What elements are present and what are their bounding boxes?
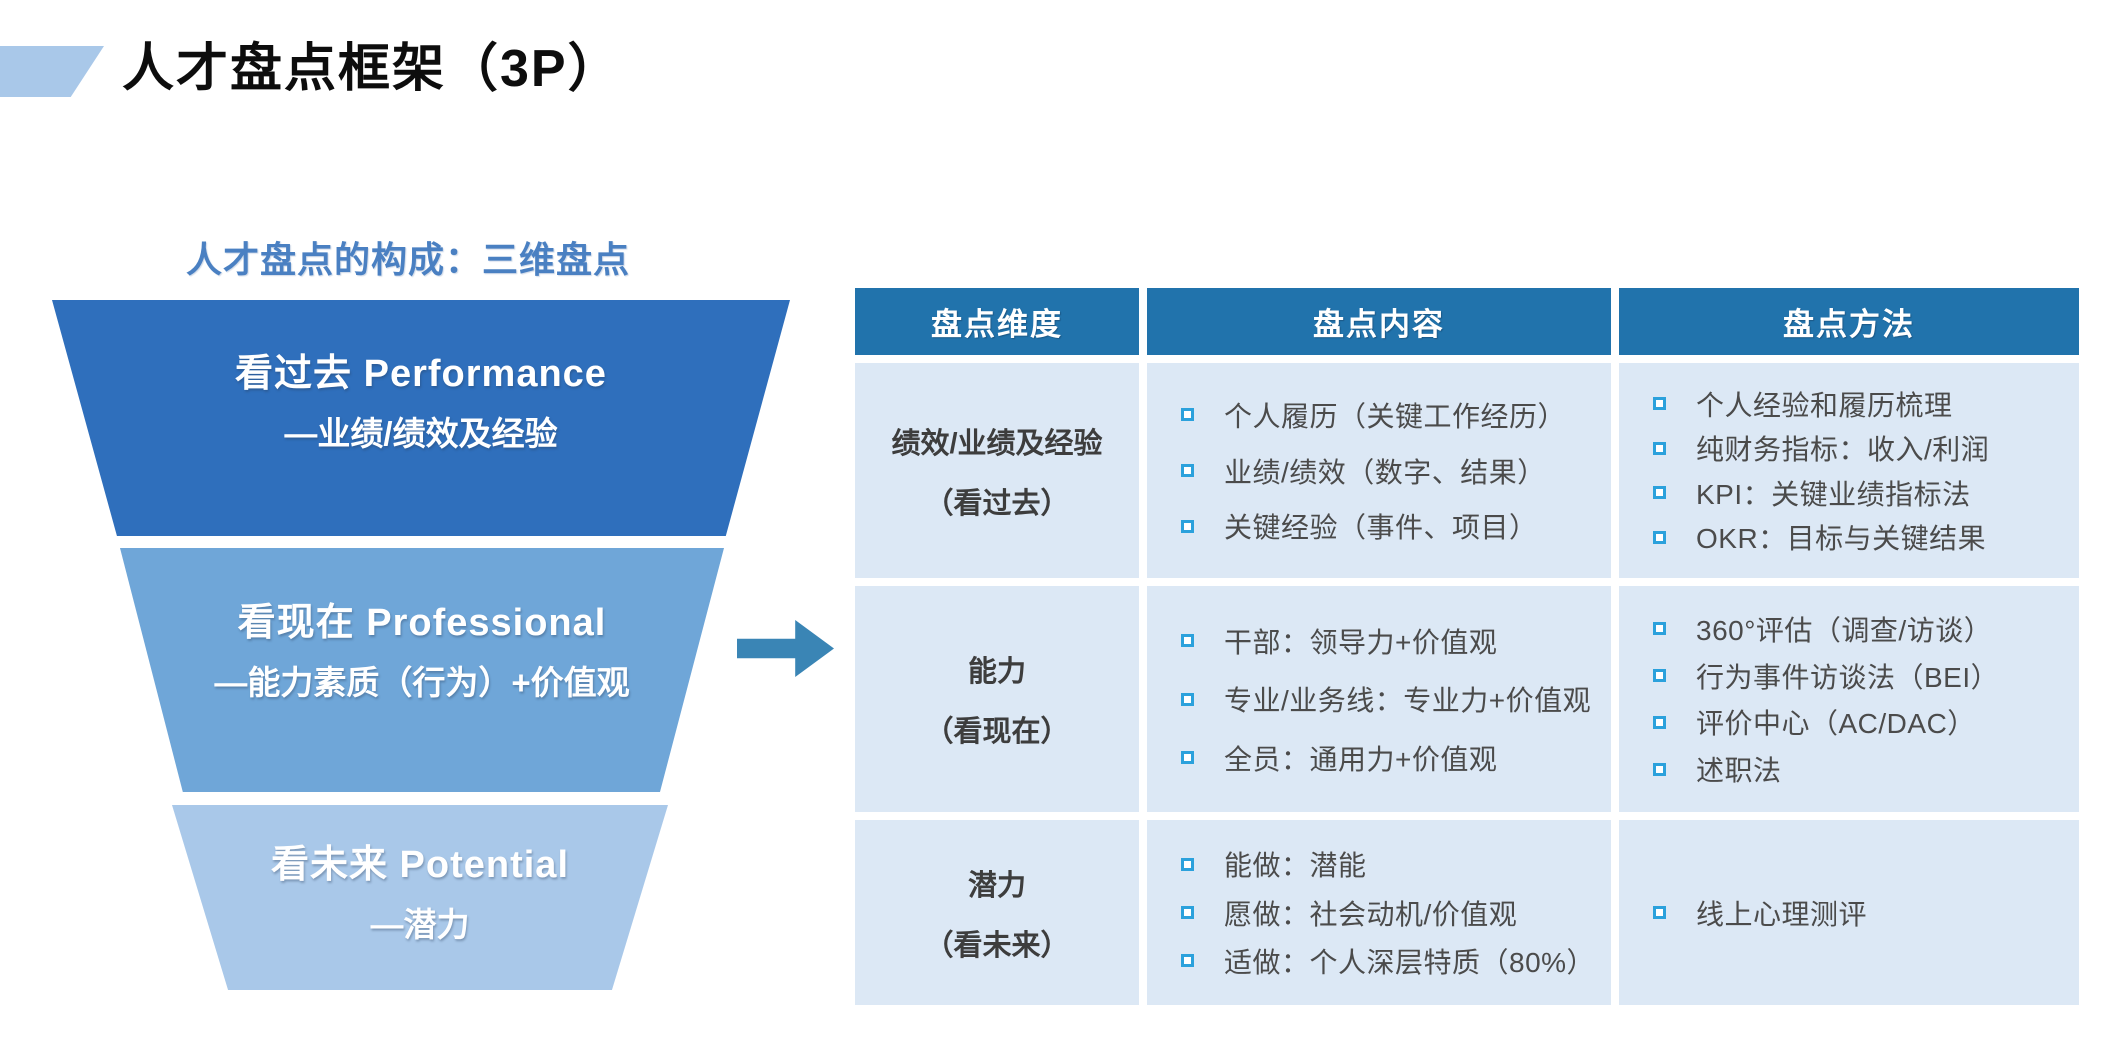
square-bullet-icon [1653, 530, 1666, 544]
square-bullet-icon [1181, 954, 1194, 968]
list-item-text: 愿做：社会动机/价值观 [1224, 898, 1518, 930]
list-item-text: 评价中心（AC/DAC） [1696, 708, 1976, 740]
list-item-text: 专业/业务线：专业力+价值观 [1224, 685, 1592, 716]
talent-review-table: 盘点维度 盘点内容 盘点方法 绩效/业绩及经验 （看过去） 个人履历（关键工作经… [855, 288, 2079, 1005]
square-bullet-icon [1181, 751, 1194, 764]
title-accent-shape [0, 46, 104, 97]
list-item: 适做：个人深层特质（80%） [1181, 941, 1601, 981]
list-item-text: 干部：领导力+价值观 [1224, 626, 1498, 658]
square-bullet-icon [1653, 397, 1666, 411]
funnel-segment-performance: 看过去 Performance —业绩/绩效及经验 [52, 300, 790, 536]
table-header-dimension: 盘点维度 [855, 288, 1139, 355]
list-item-text: 360°评估（调查/访谈） [1696, 614, 1993, 646]
square-bullet-icon [1181, 464, 1194, 477]
square-bullet-icon [1181, 408, 1194, 422]
row-performance-content-cell: 个人履历（关键工作经历） 业绩/绩效（数字、结果） 关键经验（事件、项目） [1147, 363, 1611, 578]
square-bullet-icon [1653, 486, 1666, 500]
list-item: KPI：关键业绩指标法 [1653, 473, 2069, 513]
list-item-text: 线上心理测评 [1696, 898, 1868, 930]
page-title: 人才盘点框架（3P） [122, 40, 622, 98]
funnel-segment-professional: 看现在 Professional —能力素质（行为）+价值观 [120, 548, 724, 792]
list-item: 干部：领导力+价值观 [1181, 621, 1601, 661]
list-item: 个人履历（关键工作经历） [1181, 395, 1601, 435]
list-item: OKR：目标与关键结果 [1653, 517, 2069, 557]
list-item-text: OKR：目标与关键结果 [1696, 523, 1987, 555]
list-item: 能做：潜能 [1181, 844, 1601, 884]
funnel-segment-caption: —能力素质（行为）+价值观 [214, 663, 630, 701]
row-potential-dimension-cell: 潜力 （看未来） [855, 820, 1139, 1005]
list-item-text: 业绩/绩效（数字、结果） [1224, 456, 1546, 488]
row-potential-method-cell: 线上心理测评 [1619, 820, 2079, 1005]
list-item-text: 述职法 [1696, 755, 1782, 787]
row-ability-content-cell: 干部：领导力+价值观 专业/业务线：专业力+价值观 全员：通用力+价值观 [1147, 586, 1611, 812]
funnel-segment-potential: 看未来 Potential —潜力 [172, 805, 668, 990]
list-item-text: 能做：潜能 [1224, 850, 1367, 882]
list-item: 评价中心（AC/DAC） [1653, 702, 2069, 742]
square-bullet-icon [1653, 441, 1666, 455]
list-item: 360°评估（调查/访谈） [1653, 609, 2069, 649]
list-item: 线上心理测评 [1653, 893, 2069, 933]
right-arrow-icon [737, 620, 834, 677]
funnel-segment-title: 看过去 Performance [235, 352, 607, 395]
list-item-text: 适做：个人深层特质（80%） [1224, 946, 1596, 978]
funnel-segment-title: 看未来 Potential [270, 844, 570, 886]
row-ability-dimension-cell: 能力 （看现在） [855, 586, 1139, 812]
list-item-text: 行为事件访谈法（BEI） [1696, 661, 2000, 693]
funnel-segment-caption: —潜力 [370, 906, 470, 943]
list-item-text: 个人经验和履历梳理 [1696, 389, 1953, 421]
list-item: 个人经验和履历梳理 [1653, 384, 2069, 424]
funnel-section-subtitle: 人才盘点的构成：三维盘点 [186, 239, 631, 280]
square-bullet-icon [1653, 715, 1666, 729]
list-item: 专业/业务线：专业力+价值观 [1181, 679, 1601, 719]
square-bullet-icon [1653, 622, 1666, 636]
dimension-label: 能力 [967, 656, 1026, 688]
square-bullet-icon [1653, 762, 1666, 776]
funnel-segment-title: 看现在 Professional [237, 601, 607, 644]
list-item-text: 关键经验（事件、项目） [1224, 512, 1538, 544]
table-header-content: 盘点内容 [1147, 288, 1611, 355]
list-item: 业绩/绩效（数字、结果） [1181, 451, 1601, 491]
square-bullet-icon [1181, 634, 1194, 647]
row-performance-method-cell: 个人经验和履历梳理 纯财务指标：收入/利润 KPI：关键业绩指标法 OKR：目标… [1619, 363, 2079, 578]
list-item: 行为事件访谈法（BEI） [1653, 656, 2069, 696]
list-item: 纯财务指标：收入/利润 [1653, 428, 2069, 468]
list-item: 述职法 [1653, 749, 2069, 789]
dimension-label: 绩效/业绩及经验 [891, 427, 1103, 460]
dimension-label: 潜力 [967, 869, 1026, 902]
square-bullet-icon [1653, 906, 1666, 919]
list-item-text: 纯财务指标：收入/利润 [1696, 434, 1990, 466]
table-header-method: 盘点方法 [1619, 288, 2079, 355]
square-bullet-icon [1181, 692, 1194, 706]
list-item-text: 全员：通用力+价值观 [1224, 743, 1498, 775]
square-bullet-icon [1181, 519, 1194, 533]
list-item-text: KPI：关键业绩指标法 [1696, 478, 1971, 510]
funnel-segment-caption: —业绩/绩效及经验 [284, 414, 558, 452]
dimension-sublabel: （看未来） [924, 929, 1070, 962]
list-item: 全员：通用力+价值观 [1181, 738, 1601, 778]
list-item-text: 个人履历（关键工作经历） [1224, 400, 1567, 432]
list-item: 愿做：社会动机/价值观 [1181, 893, 1601, 933]
row-potential-content-cell: 能做：潜能 愿做：社会动机/价值观 适做：个人深层特质（80%） [1147, 820, 1611, 1005]
row-ability-method-cell: 360°评估（调查/访谈） 行为事件访谈法（BEI） 评价中心（AC/DAC） … [1619, 586, 2079, 812]
square-bullet-icon [1653, 669, 1666, 683]
list-item: 关键经验（事件、项目） [1181, 506, 1601, 546]
square-bullet-icon [1181, 906, 1194, 919]
square-bullet-icon [1181, 857, 1194, 871]
row-performance-dimension-cell: 绩效/业绩及经验 （看过去） [855, 363, 1139, 578]
dimension-sublabel: （看现在） [924, 716, 1070, 748]
dimension-sublabel: （看过去） [924, 487, 1070, 520]
